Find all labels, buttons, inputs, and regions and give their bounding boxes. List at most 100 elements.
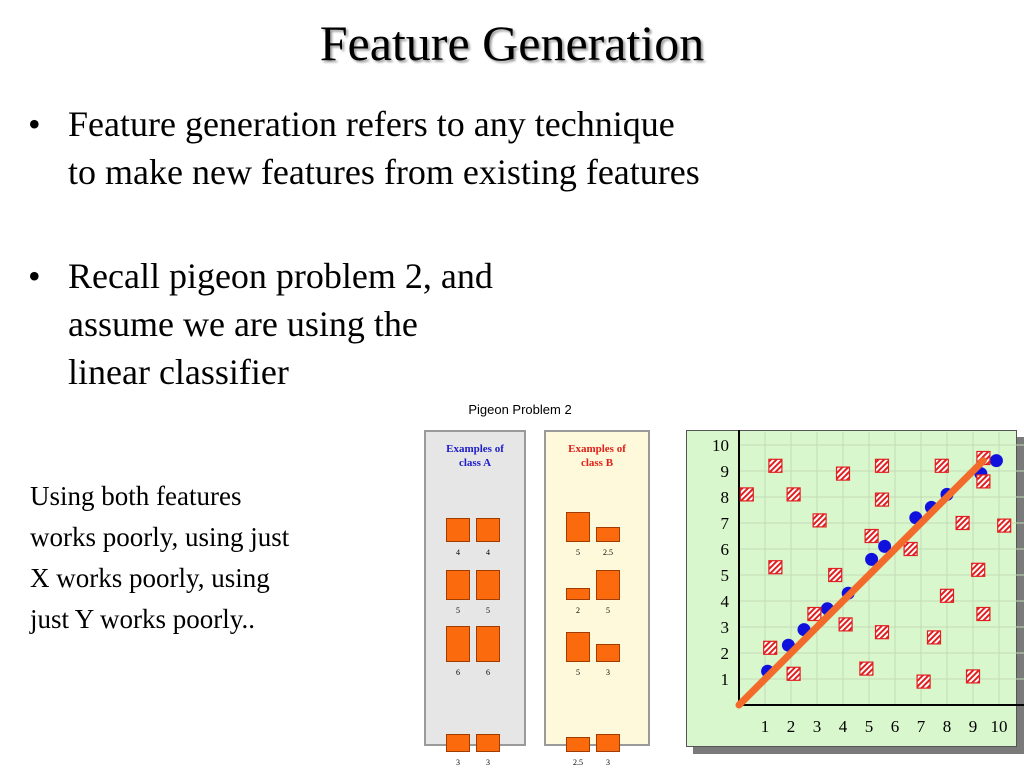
class-a-value-label: 3 [486,758,490,767]
class-a-value-label: 4 [456,548,460,557]
class-a-point [878,539,892,553]
class-a-header: Examples of class A [426,442,524,470]
note-line: Using both features [30,481,242,511]
class-b-header: Examples of class B [546,442,648,470]
class-a-value-label: 5 [456,606,460,615]
class-b-value-label: 3 [606,668,610,677]
class-b-bar-y [596,734,620,752]
class-b-point [926,630,942,645]
class-a-bar-x [446,570,470,600]
y-tick-label: 7 [721,514,730,533]
class-b-point [971,562,986,577]
class-a-header-line: class A [458,457,492,469]
class-b-point [786,666,801,681]
class-b-value-label: 5 [576,548,580,557]
class-a-bar-y [476,734,500,752]
bullet-line: to make new features from existing featu… [68,152,700,192]
bullet-marker: • [28,104,41,144]
class-b-point [939,588,955,603]
class-b-point [874,492,890,507]
class-a-value-label: 6 [486,668,490,677]
class-a-bar-x [446,626,470,662]
bullet-line: linear classifier [68,352,289,392]
class-b-point [916,674,931,689]
class-b-point [739,487,754,502]
class-b-bar-x [566,737,590,752]
class-a-bar-x [446,734,470,752]
class-b-value-label: 2.5 [603,548,613,557]
bullet-line: Feature generation refers to any techniq… [68,104,675,144]
note-line: works poorly, using just [30,522,290,552]
class-a-bar-y [476,518,500,542]
class-b-point [864,528,879,544]
x-tick-label: 2 [787,717,796,736]
x-tick-label: 6 [891,717,900,736]
class-a-value-label: 3 [456,758,460,767]
class-a-header-line: Examples of [446,443,504,455]
class-b-point [807,606,822,622]
class-b-point [763,640,778,655]
y-tick-label: 8 [721,488,730,507]
class-b-header-line: class B [580,457,614,469]
y-tick-label: 1 [721,670,730,689]
class-b-point [903,541,918,557]
class-b-point [768,560,783,575]
class-b-point [786,487,801,502]
x-tick-label: 1 [761,717,770,736]
y-tick-label: 6 [721,540,730,559]
class-a-point [989,454,1003,468]
class-b-bar-y [596,644,620,662]
y-tick-label: 10 [712,436,729,455]
class-a-panel: Examples of class A 4 4 5 5 6 6 3 3 [424,430,526,767]
y-tick-label: 3 [721,618,730,637]
class-b-bar-x [566,588,590,600]
note-line: X works poorly, using [30,563,270,593]
class-b-bar-y [596,570,620,600]
class-b-value-label: 3 [606,758,610,767]
y-tick-label: 4 [721,592,730,611]
class-b-point [874,458,890,473]
class-b-bar-x [566,512,590,542]
slide-title: Feature Generation [319,15,705,71]
class-a-value-label: 5 [486,606,490,615]
class-b-point [934,458,949,473]
class-b-bar-y [596,527,620,542]
class-b-point [965,669,981,684]
x-tick-label: 9 [969,717,978,736]
class-b-point [768,458,783,473]
note-line: just Y works poorly.. [30,604,255,634]
class-a-value-label: 6 [456,668,460,677]
class-b-point [838,617,853,632]
y-tick-label: 2 [721,644,730,663]
note-text: Using both features works poorly, using … [30,476,289,640]
x-tick-label: 8 [943,717,952,736]
x-tick-label: 5 [865,717,874,736]
y-tick-label: 5 [721,566,730,585]
class-b-value-label: 2 [576,606,580,615]
class-b-point [874,625,890,640]
x-tick-label: 10 [991,717,1008,736]
pigeon-problem-title: Pigeon Problem 2 [468,402,572,417]
class-b-point [828,567,843,583]
class-b-point [835,466,851,481]
class-b-point [976,474,991,489]
class-b-point [976,606,991,622]
class-b-point [997,518,1012,533]
class-a-bar-y [476,570,500,600]
bullet-line: assume we are using the [68,304,418,344]
linear-classifier-line [735,457,987,709]
x-tick-label: 3 [813,717,822,736]
y-tick-label: 9 [721,462,730,481]
class-b-bar-x [566,632,590,662]
bullet-marker: • [28,256,41,296]
class-b-point [859,661,874,676]
x-tick-label: 7 [917,717,926,736]
class-b-value-label: 2.5 [573,758,583,767]
class-a-value-label: 4 [486,548,490,557]
x-tick-label: 4 [839,717,848,736]
class-b-point [812,513,827,528]
bullet-line: Recall pigeon problem 2, and [68,256,493,296]
class-b-value-label: 5 [576,668,580,677]
